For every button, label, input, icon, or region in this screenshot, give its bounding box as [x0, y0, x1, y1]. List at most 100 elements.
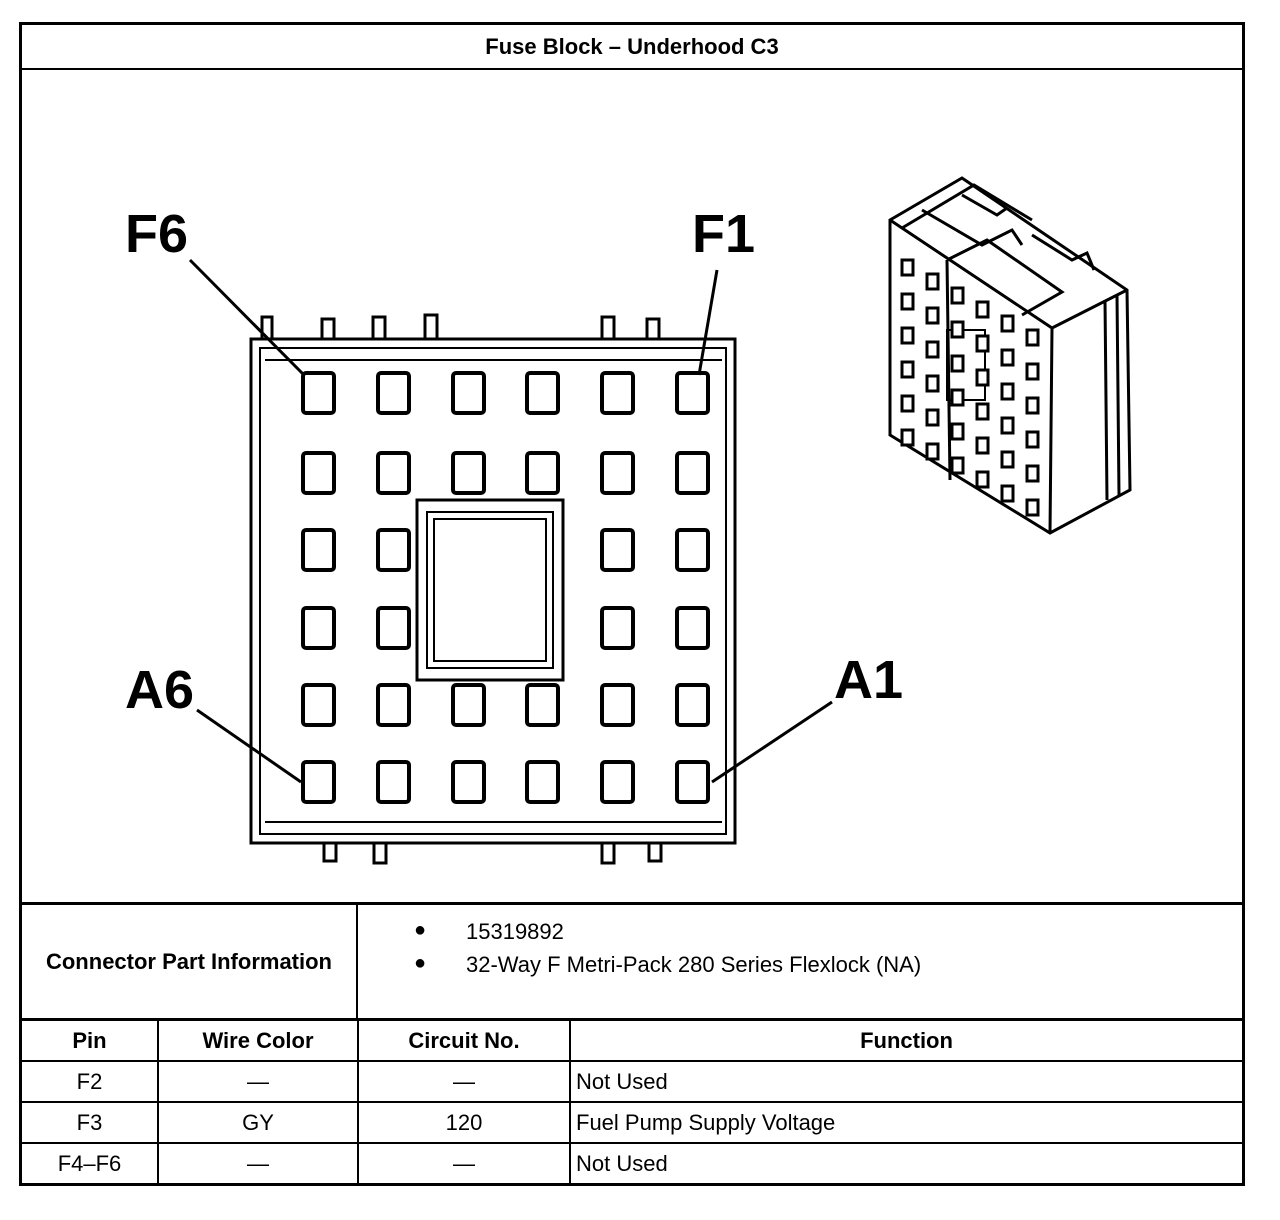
iso-pin-cavity	[900, 428, 915, 447]
pin-cavity	[675, 371, 710, 415]
cell-wire-color: GY	[157, 1101, 359, 1144]
iso-pin-cavity	[1000, 382, 1015, 401]
housing-tab	[645, 317, 661, 339]
housing-tab	[600, 315, 616, 339]
iso-pin-cavity	[975, 402, 990, 421]
pin-cavity	[600, 606, 635, 650]
iso-pin-cavity	[950, 388, 965, 407]
cell-function: Fuel Pump Supply Voltage	[569, 1101, 1242, 1144]
connector-info-list: ● 15319892 ● 32-Way F Metri-Pack 280 Ser…	[414, 919, 922, 977]
label-a6: A6	[125, 660, 194, 720]
housing-tab	[647, 843, 663, 863]
cell-wire-color: —	[157, 1142, 359, 1183]
cell-circuit: —	[357, 1060, 571, 1103]
cell-pin: F3	[22, 1101, 159, 1144]
leader-line	[188, 258, 306, 377]
header-circuit-no: Circuit No.	[357, 1021, 571, 1062]
table-row: F2 — — Not Used	[22, 1060, 1242, 1103]
pin-cavity	[600, 451, 635, 495]
connector-housing-inner	[259, 347, 727, 835]
iso-pin-cavity	[950, 320, 965, 339]
housing-tab	[322, 843, 338, 863]
page-title: Fuse Block – Underhood C3	[22, 25, 1242, 70]
iso-pin-cavity	[900, 258, 915, 277]
connector-sheet: Fuse Block – Underhood C3	[19, 22, 1245, 1186]
pin-cavity	[600, 760, 635, 804]
cell-circuit: 120	[357, 1101, 571, 1144]
iso-pin-cavity	[1025, 328, 1040, 347]
pin-cavity	[301, 451, 336, 495]
leader-line	[697, 269, 719, 376]
connector-housing	[249, 337, 737, 845]
iso-pin-cavity	[1000, 348, 1015, 367]
pin-cavity	[451, 451, 486, 495]
pin-cavity	[675, 451, 710, 495]
connector-part-info: Connector Part Information ● 15319892 ● …	[22, 902, 1242, 1021]
iso-pin-cavity	[975, 368, 990, 387]
iso-pin-cavity	[1000, 314, 1015, 333]
label-f6: F6	[125, 204, 188, 264]
pin-table: Pin Wire Color Circuit No. Function F2 —…	[22, 1021, 1242, 1183]
pin-cavity	[600, 683, 635, 727]
pin-cavity	[525, 760, 560, 804]
iso-pin-cavity	[975, 436, 990, 455]
iso-pin-cavity	[925, 374, 940, 393]
pin-cavity	[301, 371, 336, 415]
connector-info-label: Connector Part Information	[22, 905, 358, 1018]
pin-cavity	[600, 371, 635, 415]
table-row: F4–F6 — — Not Used	[22, 1142, 1242, 1183]
connector-face-drawing: F6 F1 A6 A1	[125, 176, 1132, 865]
cell-function: Not Used	[569, 1060, 1242, 1103]
pin-cavity	[376, 760, 411, 804]
table-row: F3 GY 120 Fuel Pump Supply Voltage	[22, 1101, 1242, 1144]
pin-cavity	[376, 683, 411, 727]
iso-pin-cavity	[950, 286, 965, 305]
pin-cavity	[675, 760, 710, 804]
iso-pin-cavity	[950, 354, 965, 373]
iso-pin-cavity	[1025, 362, 1040, 381]
label-f1: F1	[692, 204, 755, 264]
bullet-icon: ●	[414, 919, 427, 941]
iso-pin-cavity	[900, 326, 915, 345]
pin-cavity	[525, 451, 560, 495]
pin-cavity	[301, 528, 336, 572]
bullet-icon: ●	[414, 952, 427, 974]
iso-pin-cavity	[975, 334, 990, 353]
cell-pin: F2	[22, 1060, 159, 1103]
header-wire-color: Wire Color	[157, 1021, 359, 1062]
iso-pin-cavity	[975, 470, 990, 489]
header-function: Function	[569, 1021, 1242, 1062]
iso-pin-cavity	[900, 394, 915, 413]
iso-pin-cavity	[1025, 464, 1040, 483]
housing-tab	[600, 843, 616, 865]
cell-function: Not Used	[569, 1142, 1242, 1183]
cell-circuit: —	[357, 1142, 571, 1183]
pin-cavity	[301, 760, 336, 804]
iso-pin-cavity	[1025, 396, 1040, 415]
iso-pin-cavity	[925, 442, 940, 461]
iso-pin-cavity	[925, 272, 940, 291]
leader-line	[196, 708, 302, 784]
pin-cavity	[675, 528, 710, 572]
pin-cavity	[301, 606, 336, 650]
pin-cavity	[675, 606, 710, 650]
pin-table-header-row: Pin Wire Color Circuit No. Function	[22, 1021, 1242, 1062]
pin-cavity	[376, 528, 411, 572]
label-a1: A1	[834, 650, 903, 710]
pin-cavity	[451, 371, 486, 415]
iso-pin-cavity	[950, 456, 965, 475]
housing-tab	[423, 313, 439, 339]
housing-tab	[371, 315, 387, 339]
housing-tab	[260, 315, 274, 339]
pin-cavity	[525, 371, 560, 415]
pin-cavity	[600, 528, 635, 572]
iso-pin-cavity	[1000, 450, 1015, 469]
pin-cavity	[675, 683, 710, 727]
pin-cavity	[376, 606, 411, 650]
pin-cavity	[451, 760, 486, 804]
pin-cavity	[376, 451, 411, 495]
housing-tab	[372, 843, 388, 865]
iso-pin-cavity	[925, 306, 940, 325]
iso-pin-cavity	[900, 360, 915, 379]
iso-pin-cavity	[1000, 416, 1015, 435]
